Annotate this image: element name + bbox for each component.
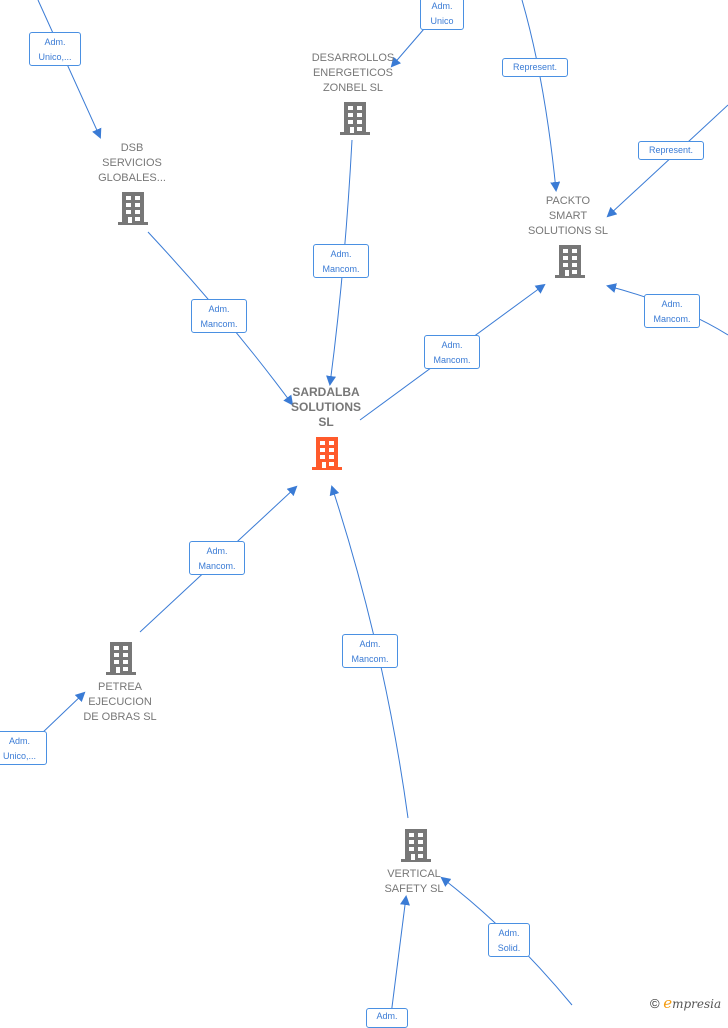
edge-label[interactable]: Adm. Unico — [420, 0, 464, 30]
edge-label[interactable]: Represent. — [502, 58, 568, 77]
building-icon[interactable] — [554, 243, 586, 279]
copyright-symbol: © — [650, 996, 660, 1011]
edge-label[interactable]: Adm. Solid. — [488, 923, 530, 957]
node-desarrollos[interactable]: DESARROLLOS ENERGETICOS ZONBEL SL — [300, 51, 406, 96]
edge-label[interactable]: Adm. Mancom. — [424, 335, 480, 369]
edge-label[interactable]: Adm. — [366, 1008, 408, 1028]
node-packto[interactable]: PACKTO SMART SOLUTIONS SL — [518, 194, 618, 239]
node-label: PETREA EJECUCION DE OBRAS SL — [83, 681, 157, 723]
edge-label[interactable]: Adm. Unico,... — [29, 32, 81, 66]
node-vertical[interactable]: VERTICAL SAFETY SL — [366, 867, 462, 897]
node-label: VERTICAL SAFETY SL — [384, 868, 444, 895]
building-icon[interactable] — [400, 827, 432, 863]
building-icon[interactable] — [339, 100, 371, 136]
node-dsb[interactable]: DSB SERVICIOS GLOBALES... — [84, 141, 180, 186]
node-label: PACKTO SMART SOLUTIONS SL — [527, 195, 609, 237]
node-sardalba[interactable]: SARDALBA SOLUTIONS SL — [276, 385, 376, 430]
node-petrea[interactable]: PETREA EJECUCION DE OBRAS SL — [70, 680, 170, 725]
edge-label[interactable]: Adm. Mancom. — [191, 299, 247, 333]
building-icon-main[interactable] — [311, 435, 343, 471]
edge-label[interactable]: Adm. Mancom. — [189, 541, 245, 575]
edge-label[interactable]: Adm. Mancom. — [313, 244, 369, 278]
edge-label[interactable]: Adm. Mancom. — [644, 294, 700, 328]
node-label: DESARROLLOS ENERGETICOS ZONBEL SL — [311, 52, 395, 94]
edge-label[interactable]: Adm. Mancom. — [342, 634, 398, 668]
edge-label[interactable]: Adm. Unico,... — [0, 731, 47, 765]
building-icon[interactable] — [105, 640, 137, 676]
node-label: SARDALBA SOLUTIONS SL — [290, 385, 361, 429]
empresia-logo: © empresia — [650, 994, 721, 1012]
node-label: DSB SERVICIOS GLOBALES... — [98, 142, 166, 184]
building-icon[interactable] — [117, 190, 149, 226]
brand-text: mpresia — [672, 997, 722, 1011]
brand-e: e — [663, 994, 673, 1012]
edge-label[interactable]: Represent. — [638, 141, 704, 160]
